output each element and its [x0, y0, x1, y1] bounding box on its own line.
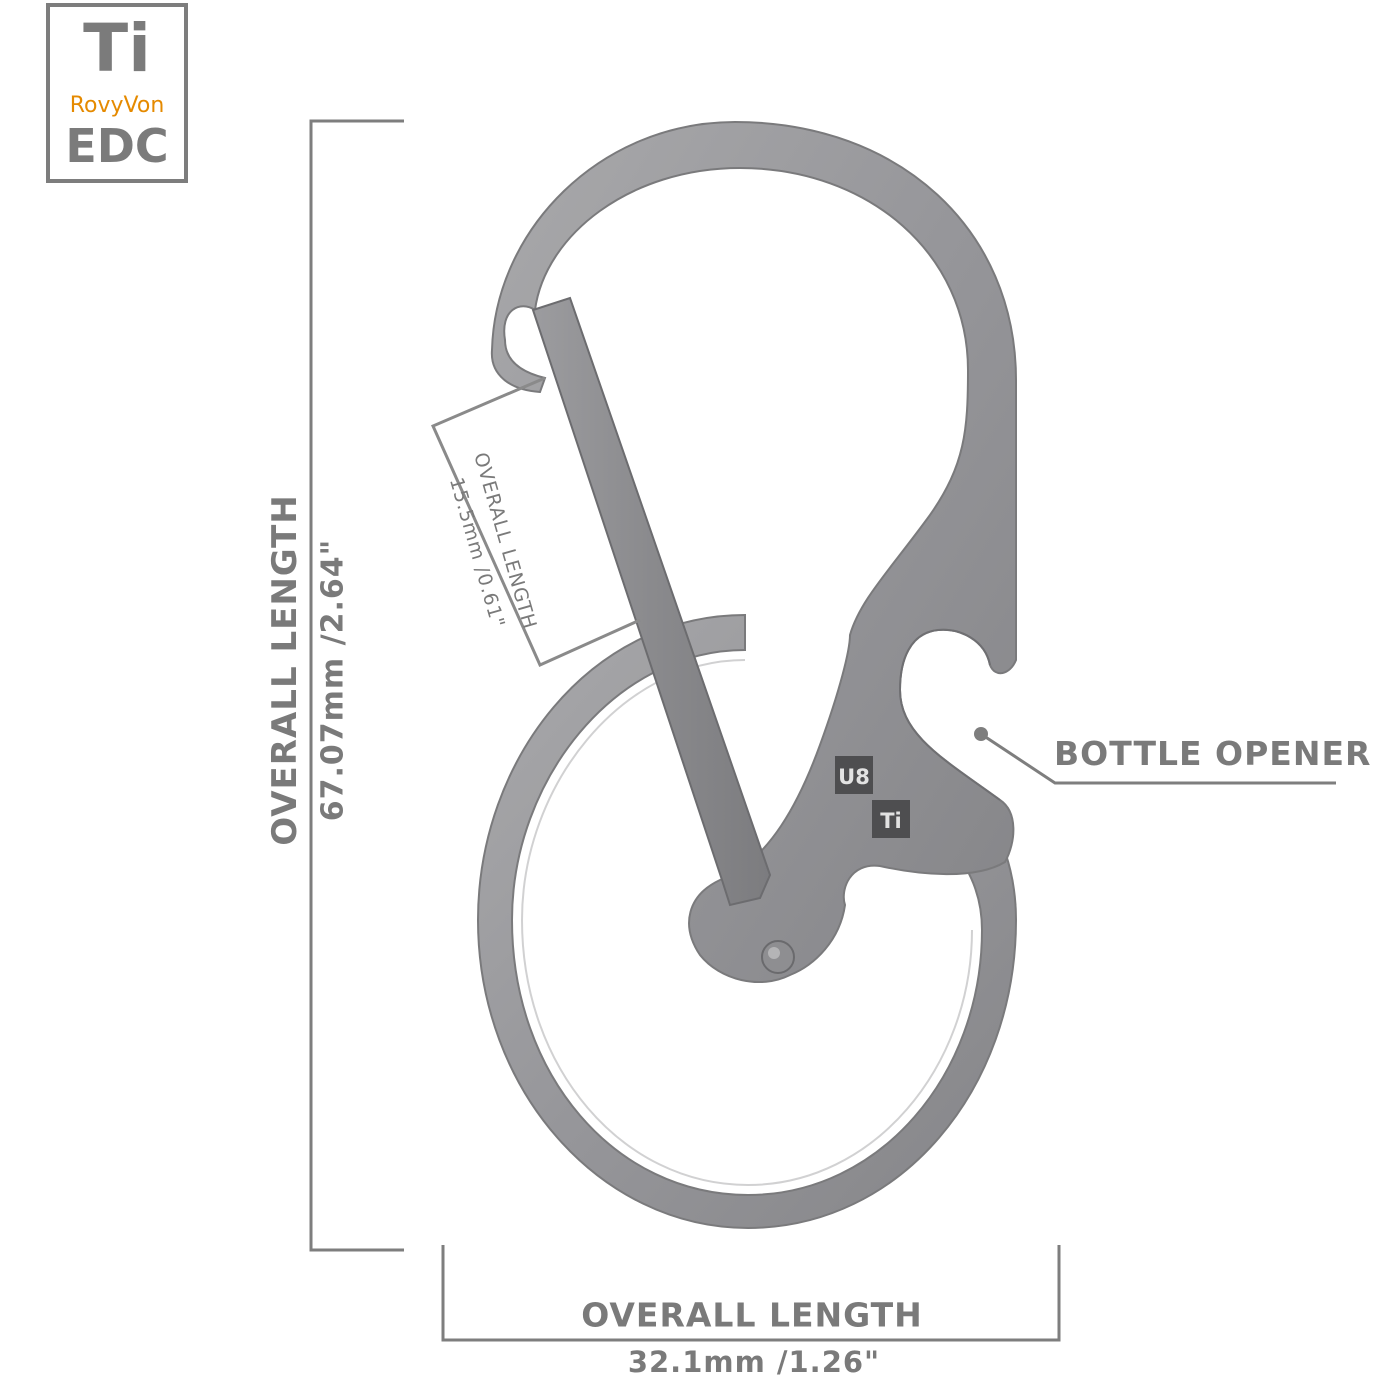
logo-brand-name: RovyVon: [69, 93, 165, 118]
width-dimension-bracket: [441, 1245, 1061, 1342]
logo-symbol: Ti: [83, 10, 151, 87]
bottle-opener-notch: [898, 628, 1001, 801]
gate-dimension-bracket: [431, 376, 641, 667]
height-dimension-bracket: [309, 119, 404, 1252]
logo-edc-text: EDC: [65, 119, 169, 173]
pivot-rivet-highlight: [768, 947, 780, 959]
brand-logo: Ti RovyVon EDC: [46, 3, 188, 183]
callout-leader-line: [980, 732, 1336, 785]
height-dimension-title: OVERALL LENGTH: [265, 494, 305, 846]
engraving-ti-text: Ti: [880, 809, 902, 833]
engraving-u8-box: [835, 756, 873, 794]
lower-ring-bevel: [520, 659, 973, 1187]
height-dimension-value: 67.07mm /2.64": [315, 538, 351, 822]
engraving-u8-text: U8: [838, 765, 870, 789]
upper-hook-body: [490, 120, 1017, 983]
width-dimension-value: 32.1mm /1.26": [627, 1345, 881, 1379]
bottle-opener-label: BOTTLE OPENER: [1054, 734, 1372, 773]
engraving-ti-box: [872, 800, 910, 838]
carabiner-gate: [531, 296, 772, 907]
width-dimension-title: OVERALL LENGTH: [581, 1295, 923, 1335]
